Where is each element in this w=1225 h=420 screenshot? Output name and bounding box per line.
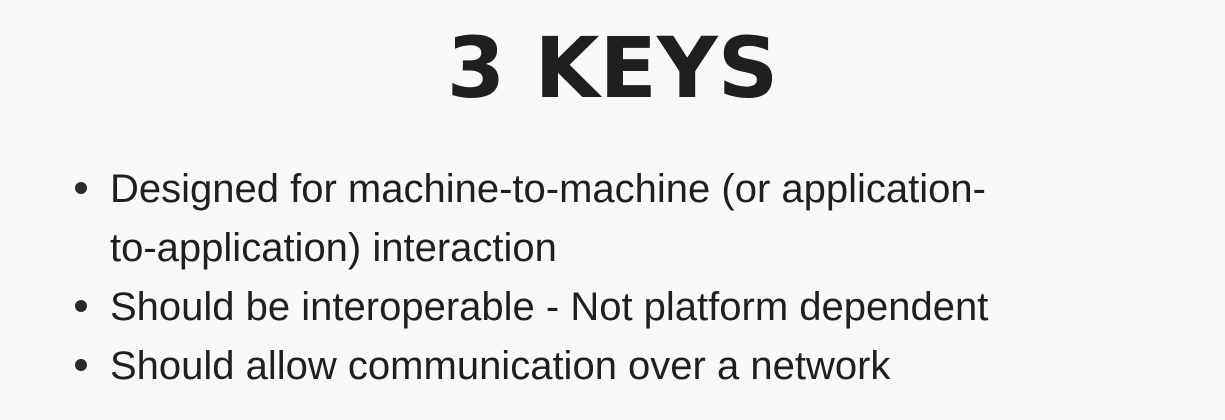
bullet-text-line: Designed for machine-to-machine (or appl… bbox=[110, 167, 986, 211]
slide-title: 3 KEYS bbox=[446, 19, 779, 117]
bullet-dot-icon bbox=[75, 359, 87, 371]
bullet-item: Should allow communication over a networ… bbox=[72, 337, 1152, 396]
bullet-dot-icon bbox=[75, 300, 87, 312]
bullet-item: Designed for machine-to-machine (or appl… bbox=[72, 160, 1152, 278]
bullet-dot-icon bbox=[75, 182, 87, 194]
bullet-text: Should be interoperable - Not platform d… bbox=[110, 285, 989, 329]
bullet-text: Should allow communication over a networ… bbox=[110, 344, 891, 388]
bullet-text-line: to-application) interaction bbox=[110, 226, 557, 270]
bullet-item: Should be interoperable - Not platform d… bbox=[72, 278, 1152, 337]
bullet-list: Designed for machine-to-machine (or appl… bbox=[72, 160, 1152, 396]
